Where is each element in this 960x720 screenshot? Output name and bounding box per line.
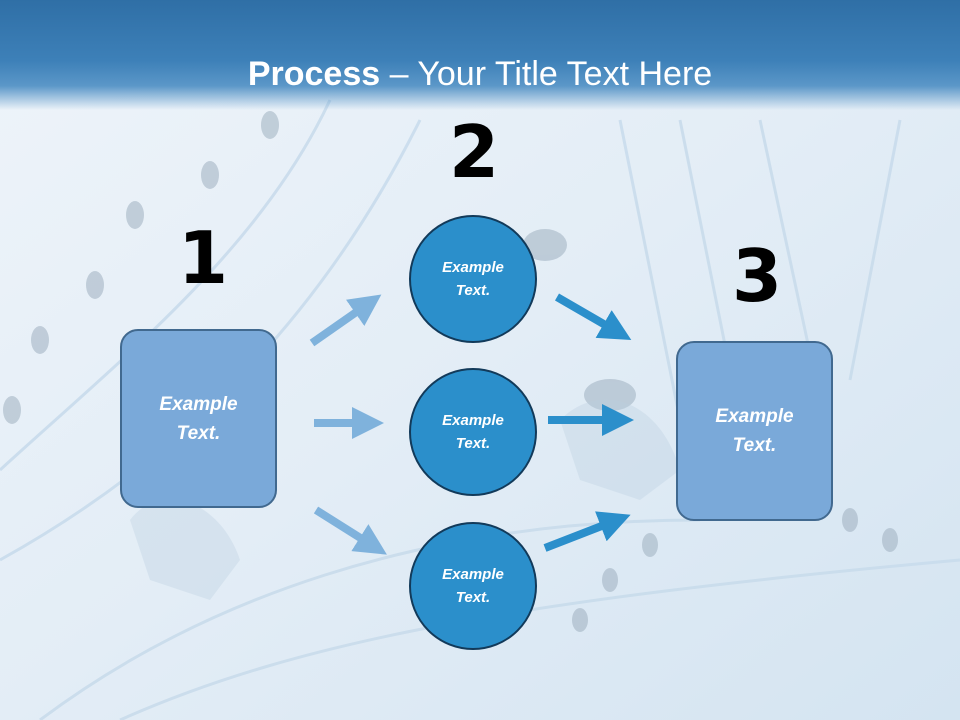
title-bold: Process	[247, 55, 381, 93]
step-2-circle-top: Example Text.	[409, 215, 537, 343]
circle-text: Example Text.	[442, 412, 504, 452]
step-3-text: Example Text.	[715, 406, 794, 456]
step-1-box: Example Text.	[120, 329, 277, 508]
arrow-1-to-bottom	[313, 506, 387, 555]
circle-text: Example Text.	[442, 259, 504, 299]
step-3-box: Example Text.	[676, 341, 833, 521]
step-number-1: 1	[178, 216, 229, 300]
arrow-top-to-3	[554, 293, 632, 341]
title-bar	[0, 0, 960, 110]
step-number-3: 3	[732, 234, 783, 318]
circle-text: Example Text.	[442, 566, 504, 606]
step-2-circle-bottom: Example Text.	[409, 522, 537, 650]
step-2-circle-middle: Example Text.	[409, 368, 537, 496]
arrow-1-to-top	[309, 294, 382, 347]
arrow-bottom-to-3	[543, 511, 631, 552]
page-title: Process – Your Title Text Here	[0, 52, 960, 96]
step-number-2: 2	[449, 110, 500, 194]
step-1-text: Example Text.	[159, 393, 238, 444]
title-rest: – Your Title Text Here	[380, 55, 713, 93]
